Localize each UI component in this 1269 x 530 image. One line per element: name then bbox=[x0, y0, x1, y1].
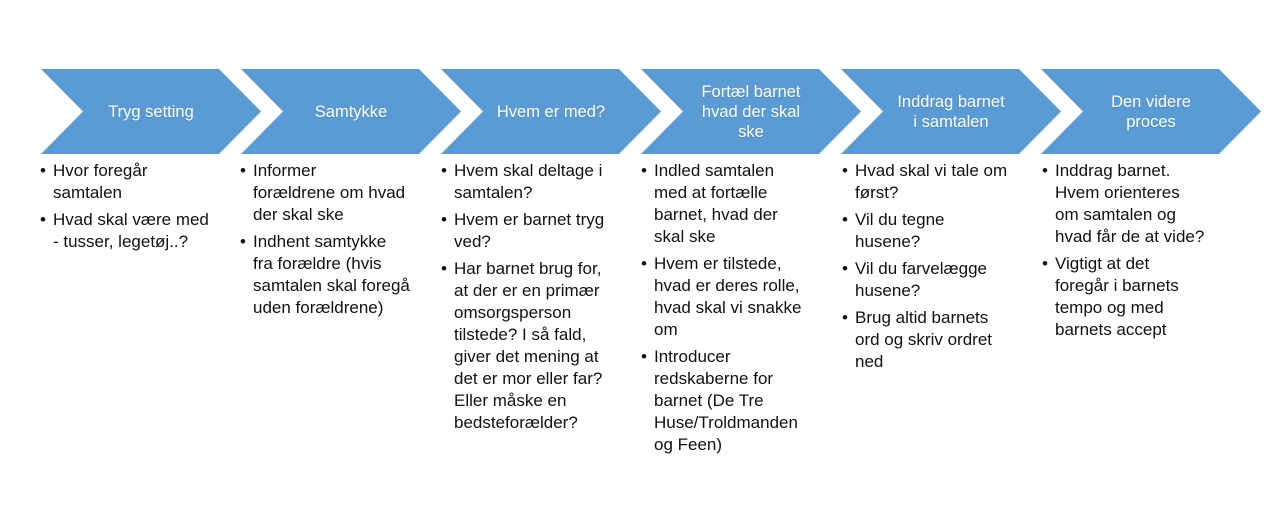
column-step-3: Hvem skal deltage i samtalen? Hvem er bar… bbox=[441, 160, 641, 439]
bullet-item: Hvem skal deltage i samtalen? bbox=[441, 160, 641, 204]
chevron-step-6: Den videre proces bbox=[1041, 69, 1261, 154]
bullet-item: Indhent samtykke fra forældre (hvis samt… bbox=[240, 231, 440, 319]
bullet-item: Brug altid barnets ord og skriv ordret n… bbox=[842, 307, 1042, 373]
bullet-item: Vil du tegne husene? bbox=[842, 209, 1042, 253]
bullet-item: Vigtigt at det foregår i barnets tempo o… bbox=[1042, 253, 1242, 341]
chevron-step-3: Hvem er med? bbox=[441, 69, 661, 154]
chevron-step-5: Inddrag barnet i samtalen bbox=[841, 69, 1061, 154]
bullet-list-step-4: Indled samtalen med at fortælle barnet, … bbox=[641, 160, 841, 456]
chevron-step-2-title: Samtykke bbox=[314, 102, 388, 121]
chevron-step-2: Samtykke bbox=[241, 69, 461, 154]
bullet-item: Hvem er tilstede, hvad er deres rolle, h… bbox=[641, 253, 841, 341]
chevron-step-1: Tryg setting bbox=[41, 69, 261, 154]
chevron-band: Tryg setting Samtykke Hvem er med? Fortæ… bbox=[0, 69, 1269, 154]
bullet-item: Indled samtalen med at fortælle barnet, … bbox=[641, 160, 841, 248]
bullet-item: Har barnet brug for, at der er en primær… bbox=[441, 258, 641, 434]
bullet-list-step-1: Hvor foregår samtalenHvad skal være med … bbox=[40, 160, 240, 253]
column-step-5: Hvad skal vi tale om først? Vil du tegne … bbox=[842, 160, 1042, 378]
chevron-step-4: Fortæl barnet hvad der skal ske bbox=[641, 69, 861, 154]
bullet-list-step-5: Hvad skal vi tale om først? Vil du tegne … bbox=[842, 160, 1042, 373]
bullet-item: Hvad skal være med - tusser, legetøj..? bbox=[40, 209, 240, 253]
bullet-item: Hvem er barnet tryg ved? bbox=[441, 209, 641, 253]
bullet-item: Hvor foregår samtalen bbox=[40, 160, 240, 204]
chevron-step-4-title: Fortæl barnet hvad der skal ske bbox=[701, 82, 801, 141]
bullet-item: Introducer redskaberne for barnet (De Tr… bbox=[641, 346, 841, 456]
bullet-list-step-3: Hvem skal deltage i samtalen? Hvem er bar… bbox=[441, 160, 641, 434]
bullet-item: Hvad skal vi tale om først? bbox=[842, 160, 1042, 204]
column-step-6: Inddrag barnet. Hvem orienteres om samta… bbox=[1042, 160, 1242, 346]
bullet-item: Inddrag barnet. Hvem orienteres om samta… bbox=[1042, 160, 1242, 248]
bullet-item: Informer forældrene om hvad der skal ske bbox=[240, 160, 440, 226]
column-step-2: Informer forældrene om hvad der skal ske… bbox=[240, 160, 440, 324]
chevron-step-6-title: Den videre proces bbox=[1111, 92, 1191, 131]
bullet-list-step-6: Inddrag barnet. Hvem orienteres om samta… bbox=[1042, 160, 1242, 341]
bullet-item: Vil du farvelægge husene? bbox=[842, 258, 1042, 302]
column-step-1: Hvor foregår samtalenHvad skal være med … bbox=[40, 160, 240, 258]
chevron-step-3-title: Hvem er med? bbox=[496, 102, 606, 121]
chevron-step-5-title: Inddrag barnet i samtalen bbox=[897, 92, 1005, 131]
chevron-step-1-title: Tryg setting bbox=[108, 102, 194, 121]
bullet-list-step-2: Informer forældrene om hvad der skal ske… bbox=[240, 160, 440, 319]
column-step-4: Indled samtalen med at fortælle barnet, … bbox=[641, 160, 841, 461]
